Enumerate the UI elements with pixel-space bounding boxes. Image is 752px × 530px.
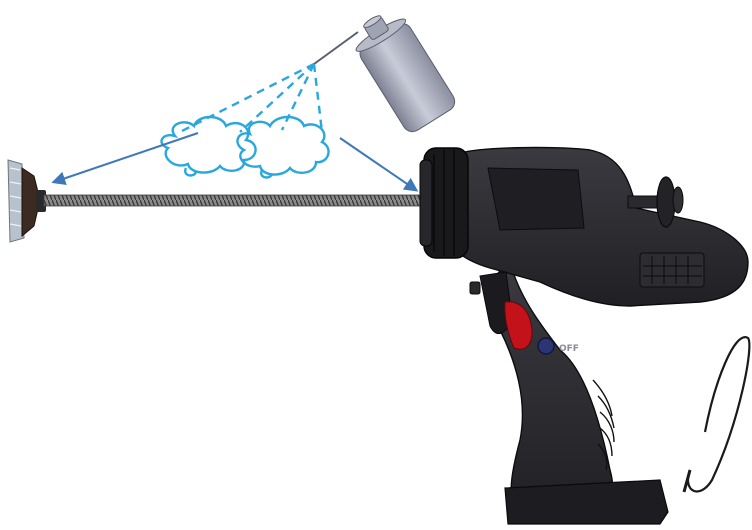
- spray-nozzle-tube: [314, 32, 358, 64]
- wrist-strap: [688, 337, 749, 491]
- tool-base: [505, 480, 668, 524]
- trigger: [470, 272, 532, 349]
- threaded-rod: [44, 195, 432, 206]
- brush-head: [8, 160, 46, 242]
- arrow-to-tool: [340, 138, 416, 190]
- spray-cloud-left: [162, 117, 256, 175]
- power-switch-button: [538, 338, 554, 354]
- vent-grille: [640, 253, 704, 287]
- spray-cloud-right: [237, 117, 328, 177]
- spray-can: [314, 4, 458, 136]
- arrow-to-brush: [54, 133, 198, 182]
- switch-off-label: OFF: [559, 344, 579, 354]
- chuck-collar: [420, 148, 468, 258]
- power-tool: OFF: [420, 148, 749, 524]
